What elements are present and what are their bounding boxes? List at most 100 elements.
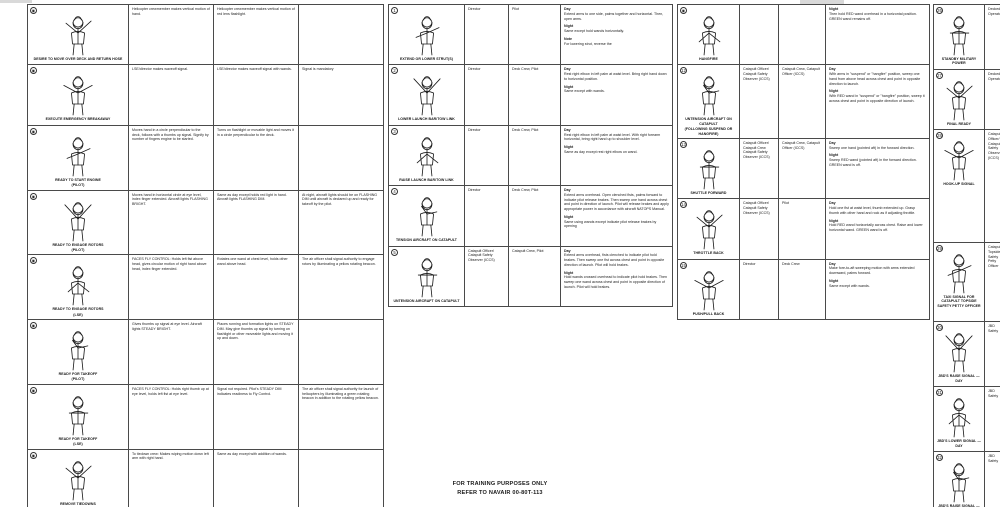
night-text: Hold wands crossed overhead to indicate …: [564, 275, 668, 289]
signal-caption-sub: (Following suspend or hangfire): [684, 127, 733, 136]
row-number-badge: ◉: [680, 7, 687, 14]
day-text: Rest right elbow in left palm at waist l…: [564, 132, 661, 142]
figure-illustration: THROTTLE BACK: [681, 201, 736, 256]
signal-by-cell: Director: [464, 124, 509, 187]
day-text: Extend arms overhead. Open clenched fist…: [564, 192, 669, 212]
row-number-badge: 12: [680, 67, 687, 75]
table-row: ◉ READY TO ENGAGE ROTORS (LSE) FACES FLY…: [27, 254, 384, 320]
remarks-cell: [298, 448, 384, 507]
signal-caption: READY FOR TAKEOFF: [58, 372, 98, 376]
table-row: 13 SHUTTLE FORWARD Catapult Officer/ Cat…: [677, 137, 930, 200]
signal-figure-cell: 12 UNTENSION AIRCRAFT ON CATAPULT (Follo…: [677, 64, 740, 139]
signal-figure-cell: ◉ HANGFIRE: [677, 3, 740, 66]
signal-figure-cell: 28 HOOK-UP SIGNAL: [933, 129, 985, 243]
signal-caption-sub: (LSE): [73, 312, 83, 317]
signal-figure-cell: ◉ READY TO START ENGINE (pilot): [27, 124, 129, 191]
night-label: Night: [564, 84, 574, 89]
figure-illustration: RAISE LAUNCH BAR/TOW LINK: [392, 128, 461, 183]
signal-figure-cell: ◉ READY TO ENGAGE ROTORS (LSE): [27, 254, 129, 320]
night-description-cell: Rotates one wand at chest level, holds o…: [213, 254, 299, 320]
signal-by-cell: Director: [464, 185, 509, 247]
signal-caption: READY TO ENGAGE ROTORS: [52, 242, 104, 247]
row-number-badge: ◉: [30, 322, 37, 329]
figure-illustration: REMOVE TIEDOWNS (LSE): [31, 452, 125, 507]
figure-illustration: FINAL READY: [937, 72, 981, 127]
day-label: Day: [564, 188, 571, 193]
signal-by-cell: Catapult Officer/ Catapult Safety Observ…: [464, 245, 509, 307]
day-description-cell: Gives thumbs up signal at eye level. Air…: [128, 319, 214, 385]
signal-caption: TENSION AIRCRAFT ON CATAPULT: [396, 238, 457, 243]
signal-to-cell: Pilot: [778, 198, 826, 260]
row-number-badge: 4: [391, 188, 398, 196]
table-row: ◉ DESIRE TO MOVE OVER DECK AND RETURN HO…: [27, 3, 384, 66]
table-row: ◉ READY FOR TAKEOFF (LSE) FACES FLY CONT…: [27, 383, 384, 450]
row-number-badge: ◉: [30, 192, 37, 200]
night-text: Sweep RED wand (pointed aft) in the forw…: [829, 158, 917, 167]
day-text: Sweep one hand (pointed aft) in the forw…: [829, 145, 915, 150]
figure-illustration: READY FOR TAKEOFF (pilot): [31, 322, 125, 382]
figure-illustration: READY FOR TAKEOFF (LSE): [31, 387, 125, 447]
night-description-cell: Turns on flashlight or movable light and…: [213, 124, 299, 191]
night-description-cell: Places running and formation lights on S…: [213, 319, 299, 385]
figure-illustration: HANGFIRE: [681, 7, 736, 62]
day-text: Make fore-to-aft sweeping motion with ar…: [829, 266, 915, 276]
signal-to-cell: Deck Crew, Pilot: [508, 64, 561, 126]
night-label: Night: [829, 153, 839, 158]
night-text: Same as day except rest right elbow on w…: [564, 149, 638, 154]
signal-caption: READY TO ENGAGE ROTORS: [52, 307, 104, 312]
table-row: 2 LOWER LAUNCH BAR/TOW LINK Director Dec…: [388, 64, 673, 126]
figure-illustration: EXECUTE EMERGENCY BREAKAWAY: [31, 67, 125, 122]
signal-by-cell: Catapult Officer/ Catapult Safety Observ…: [739, 198, 779, 260]
remarks-cell: Signal is mandatory: [298, 64, 384, 126]
night-label: Night: [564, 24, 574, 29]
top-left-marker: [0, 0, 32, 3]
row-number-badge: 29: [936, 244, 943, 252]
figure-illustration: READY TO ENGAGE ROTORS (LSE): [31, 257, 125, 317]
night-text: With RED wand in "suspend" or "hangfire"…: [829, 94, 925, 103]
figure-illustration: HOOK-UP SIGNAL: [937, 132, 981, 187]
signal-figure-cell: 13 SHUTTLE FORWARD: [677, 137, 740, 200]
night-label: Night: [564, 214, 574, 219]
signal-figure-cell: 4 TENSION AIRCRAFT ON CATAPULT: [388, 185, 465, 247]
signal-table-group-4: 26 STANDBY MILITARY POWER Deckedge Opera…: [933, 4, 1000, 507]
footer-line-2: REFER TO NAVAIR 00-80T-113: [457, 489, 543, 496]
figure-illustration: PUSH/PULL BACK: [681, 262, 736, 317]
signal-figure-cell: 1 EXTEND or LOWER STRUT(S): [388, 3, 465, 66]
row-number-badge: ◉: [30, 127, 37, 135]
signal-caption: PUSH/PULL BACK: [692, 311, 725, 316]
row-number-badge: 2: [391, 67, 398, 75]
signal-figure-cell: 32 JBD's RAISE SIGNAL — NIGHT: [933, 450, 985, 507]
signal-caption: UNTENSION AIRCRAFT ON CATAPULT: [393, 298, 460, 303]
remarks-cell: [298, 319, 384, 385]
signal-to-cell: Catapult Crew, Catapult Officer (ICCS): [778, 64, 826, 139]
signal-figure-cell: 15 PUSH/PULL BACK: [677, 258, 740, 321]
night-text: Hold RED wand horizontally across chest.…: [829, 223, 923, 233]
signal-to-cell: Catapult Crew, Pilot: [508, 245, 561, 307]
remarks-cell: At night, aircraft lights should be on F…: [298, 189, 384, 256]
row-number-badge: 30: [936, 324, 943, 332]
signal-caption-sub: (LSE): [73, 442, 83, 447]
table-row: 32 JBD's RAISE SIGNAL — NIGHT JBD Safety…: [933, 450, 1000, 507]
remarks-cell: The air officer shall signal authority t…: [298, 254, 384, 320]
night-description-cell: LSE/director makes waveoff signal with w…: [213, 64, 299, 126]
signal-figure-cell: 3 RAISE LAUNCH BAR/TOW LINK: [388, 124, 465, 187]
day-label: Day: [829, 67, 836, 72]
signal-by-cell: Deckedge Operator: [983, 4, 1000, 70]
night-description-cell: Helicopter crewmember makes vertical mot…: [213, 3, 299, 66]
day-text: With arms in "suspend" or "hangfire" pos…: [829, 72, 921, 86]
row-number-badge: 31: [936, 389, 943, 397]
day-description-cell: FACES FLY CONTROL: Holds right thumb up …: [128, 383, 214, 450]
signal-caption-sub: (pilot): [71, 183, 85, 188]
